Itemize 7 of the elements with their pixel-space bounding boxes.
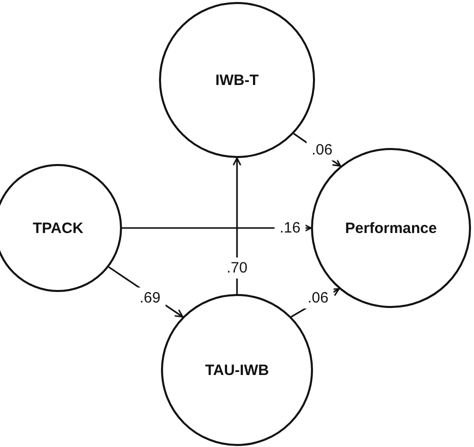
construct-name: IWB-T (215, 72, 259, 88)
construct-name: TPACK (32, 220, 84, 236)
edge-label: .69 (134, 288, 166, 308)
construct-name: Performance (345, 220, 437, 236)
edge-label: .06 (302, 288, 334, 308)
edge-label: .06 (306, 140, 338, 160)
construct-name: TAU-IWB (205, 362, 269, 378)
